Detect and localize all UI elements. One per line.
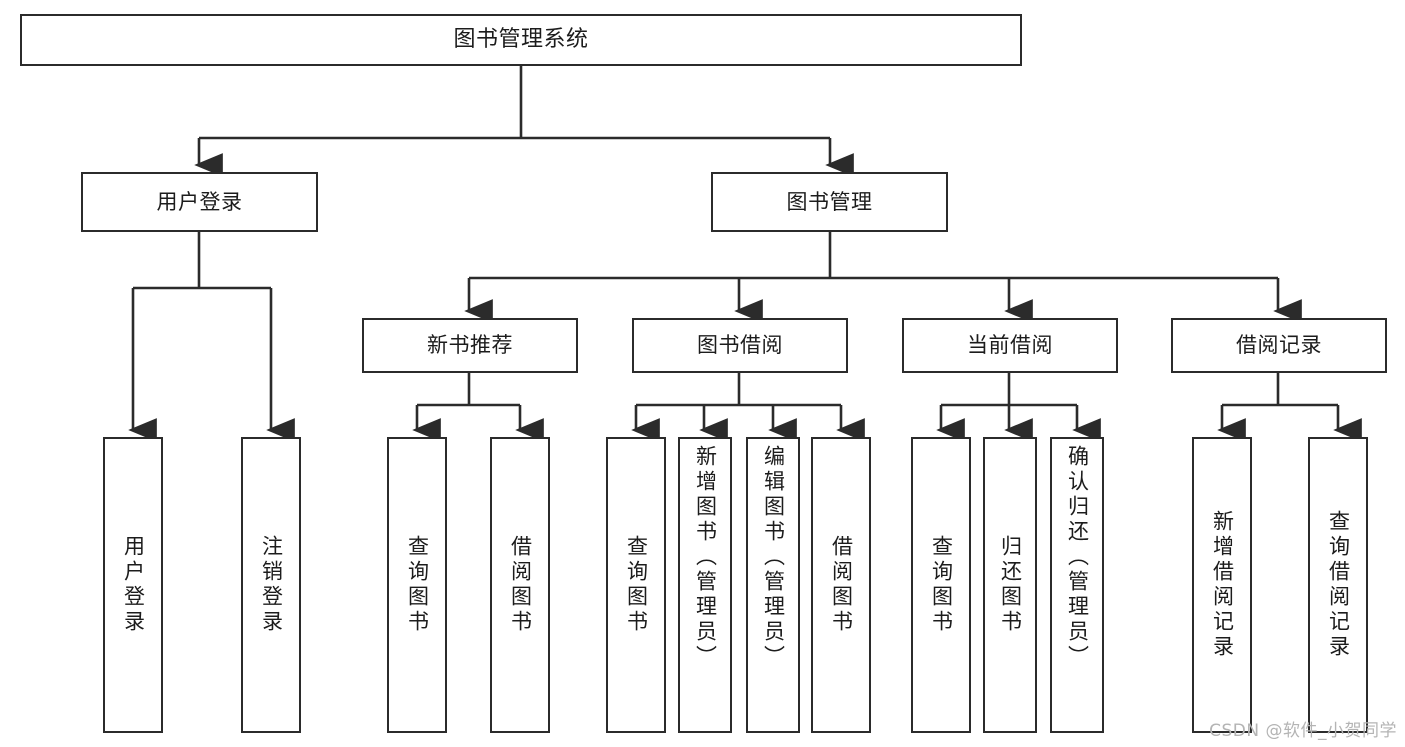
node-leaf-edit-book-admin-label: 编辑图书（管理员） [761,445,786,670]
node-leaf-confirm-return-admin[interactable]: 确认归还（管理员） [1050,437,1104,733]
node-leaf-query-borrow-record[interactable]: 查询借阅记录 [1308,437,1368,733]
node-leaf-query-book-2-label: 查询图书 [624,535,649,635]
node-book-management-label: 图书管理 [786,189,873,214]
node-leaf-return-book-label: 归还图书 [998,535,1023,635]
node-user-login[interactable]: 用户登录 [81,172,318,232]
node-leaf-add-borrow-record[interactable]: 新增借阅记录 [1192,437,1252,733]
node-root-label: 图书管理系统 [453,27,589,53]
node-book-management[interactable]: 图书管理 [711,172,948,232]
node-leaf-edit-book-admin[interactable]: 编辑图书（管理员） [746,437,800,733]
node-current-borrow-label: 当前借阅 [967,333,1053,358]
node-leaf-query-book-1[interactable]: 查询图书 [387,437,447,733]
node-borrow-record[interactable]: 借阅记录 [1171,318,1387,373]
node-leaf-borrow-book-1-label: 借阅图书 [508,535,533,635]
node-leaf-confirm-return-admin-label: 确认归还（管理员） [1065,445,1090,670]
node-leaf-add-borrow-record-label: 新增借阅记录 [1210,510,1235,660]
node-leaf-add-book-admin-label: 新增图书（管理员） [693,445,718,670]
node-leaf-borrow-book-1[interactable]: 借阅图书 [490,437,550,733]
node-leaf-logout-login[interactable]: 注销登录 [241,437,301,733]
node-leaf-query-book-1-label: 查询图书 [405,535,430,635]
node-leaf-return-book[interactable]: 归还图书 [983,437,1037,733]
node-root[interactable]: 图书管理系统 [20,14,1022,66]
node-leaf-borrow-book-2-label: 借阅图书 [829,535,854,635]
node-current-borrow[interactable]: 当前借阅 [902,318,1118,373]
node-leaf-user-login[interactable]: 用户登录 [103,437,163,733]
watermark: CSDN @软件_小贺同学 [1209,721,1397,741]
node-user-login-label: 用户登录 [156,189,243,214]
node-leaf-query-borrow-record-label: 查询借阅记录 [1326,510,1351,660]
node-leaf-query-book-3[interactable]: 查询图书 [911,437,971,733]
node-leaf-add-book-admin[interactable]: 新增图书（管理员） [678,437,732,733]
node-book-borrow[interactable]: 图书借阅 [632,318,848,373]
node-new-book-recommend[interactable]: 新书推荐 [362,318,578,373]
node-book-borrow-label: 图书借阅 [697,333,783,358]
node-new-book-recommend-label: 新书推荐 [427,333,513,358]
node-leaf-user-login-label: 用户登录 [121,535,146,635]
node-leaf-query-book-3-label: 查询图书 [929,535,954,635]
node-leaf-borrow-book-2[interactable]: 借阅图书 [811,437,871,733]
node-leaf-query-book-2[interactable]: 查询图书 [606,437,666,733]
node-leaf-logout-login-label: 注销登录 [259,535,284,635]
node-borrow-record-label: 借阅记录 [1236,333,1322,358]
